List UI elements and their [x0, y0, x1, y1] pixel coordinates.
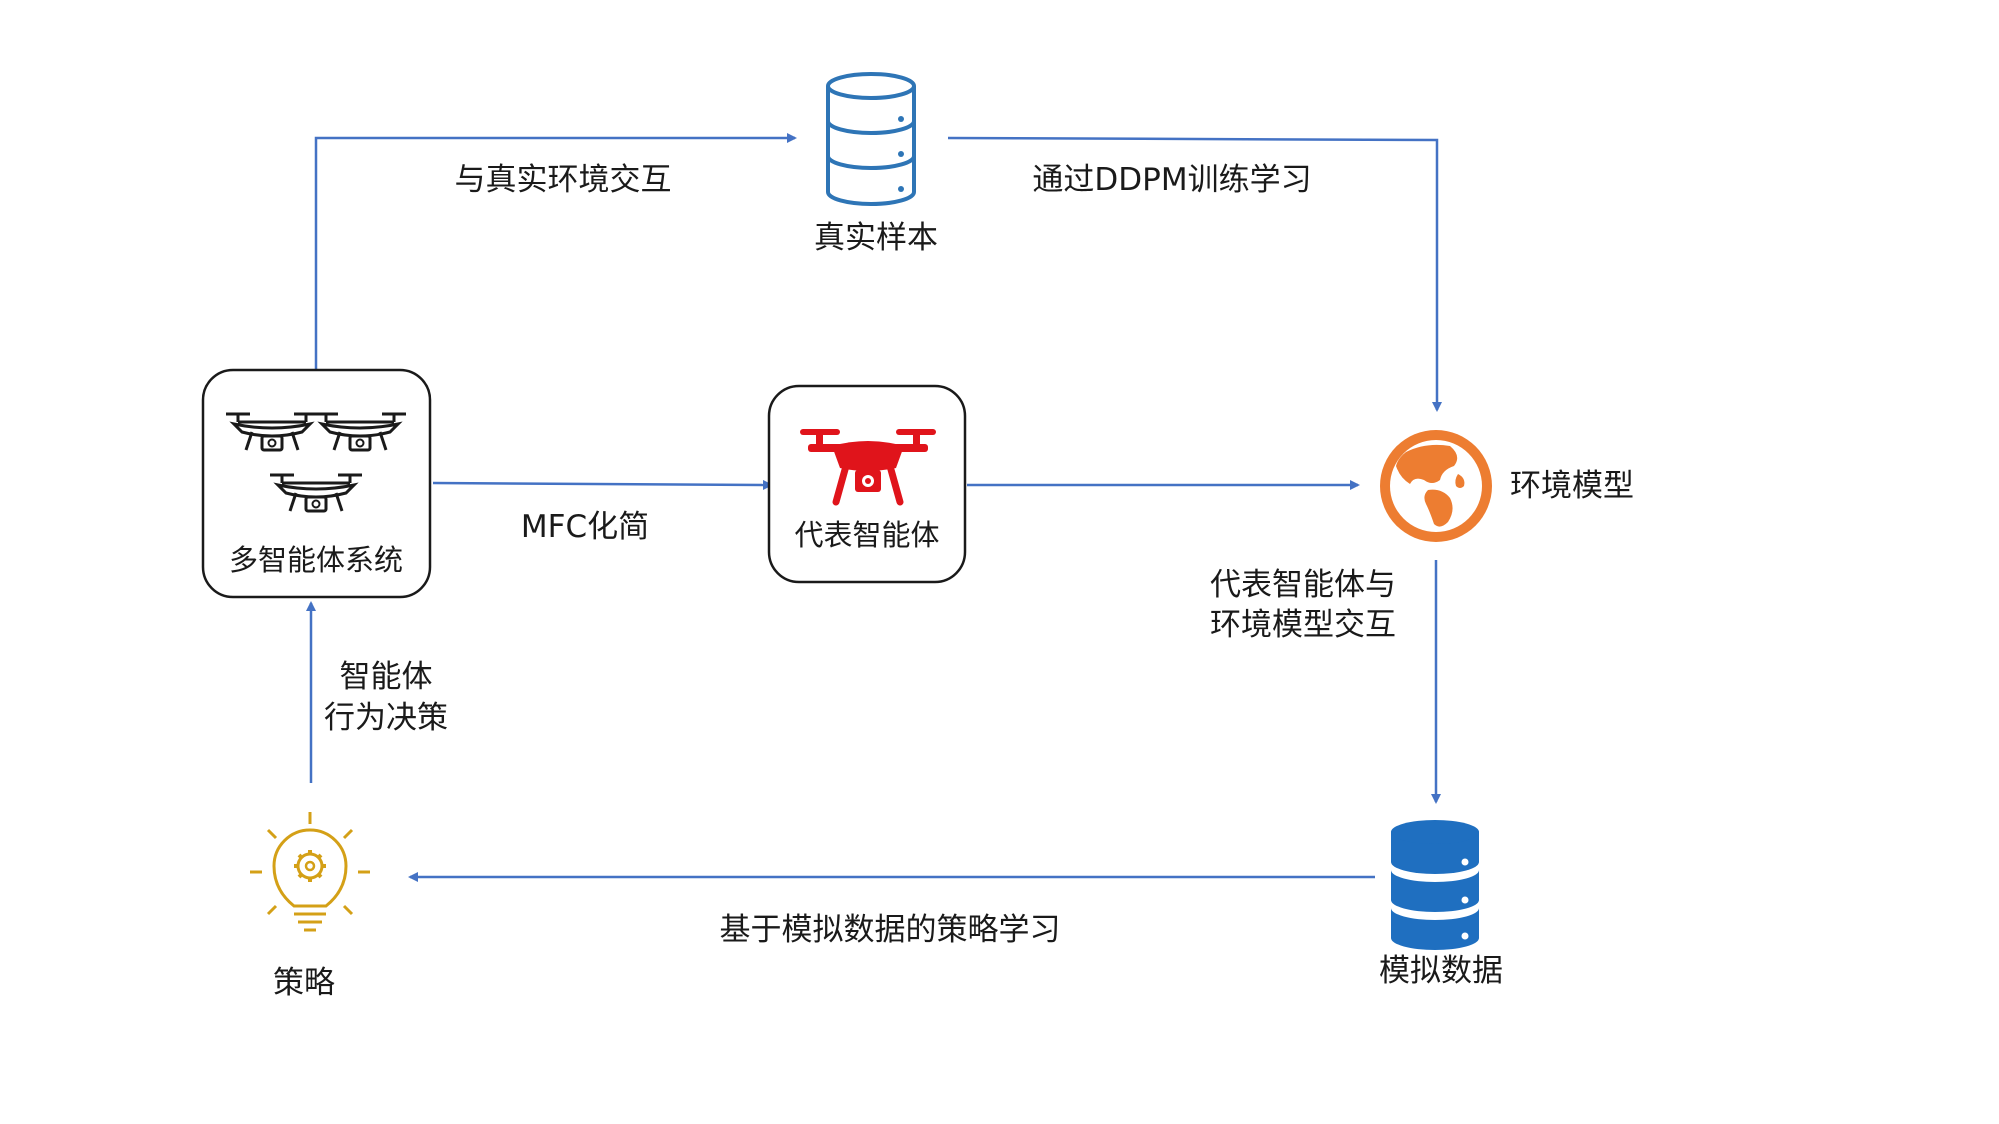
node-env-model: 环境模型 — [1380, 430, 1634, 542]
node-multi-agent: 多智能体系统 — [201, 368, 432, 599]
multi-agent-label: 多智能体系统 — [229, 543, 403, 577]
label-decision-2: 行为决策 — [324, 700, 448, 736]
representative-label: 代表智能体 — [794, 518, 939, 552]
label-real-interact: 与真实环境交互 — [455, 162, 672, 198]
database-icon — [1391, 820, 1479, 950]
label-mfc-simplify: MFC化简 — [521, 509, 649, 545]
node-policy: 策略 — [250, 812, 370, 1001]
real-samples-label: 真实样本 — [814, 220, 938, 256]
drone-icon — [800, 429, 936, 506]
policy-label: 策略 — [273, 965, 335, 1001]
label-policy-learn: 基于模拟数据的策略学习 — [720, 912, 1061, 948]
node-real-samples: 真实样本 — [814, 72, 938, 256]
sim-data-label: 模拟数据 — [1379, 953, 1503, 989]
node-sim-data: 模拟数据 — [1379, 820, 1503, 989]
edge-real-interact — [314, 133, 797, 372]
env-model-label: 环境模型 — [1510, 468, 1634, 504]
node-representative: 代表智能体 — [767, 384, 967, 584]
globe-icon — [1380, 430, 1492, 542]
label-decision-1: 智能体 — [340, 659, 433, 695]
label-rep-interact-1: 代表智能体与 — [1210, 567, 1396, 603]
lightbulb-gear-icon — [250, 812, 370, 932]
database-icon — [826, 72, 916, 206]
edge-ddpm-train — [947, 136, 1442, 412]
label-rep-interact-2: 环境模型交互 — [1210, 607, 1396, 643]
label-ddpm-train: 通过DDPM训练学习 — [1032, 162, 1311, 198]
edge-mfc-simplify — [432, 479, 773, 490]
